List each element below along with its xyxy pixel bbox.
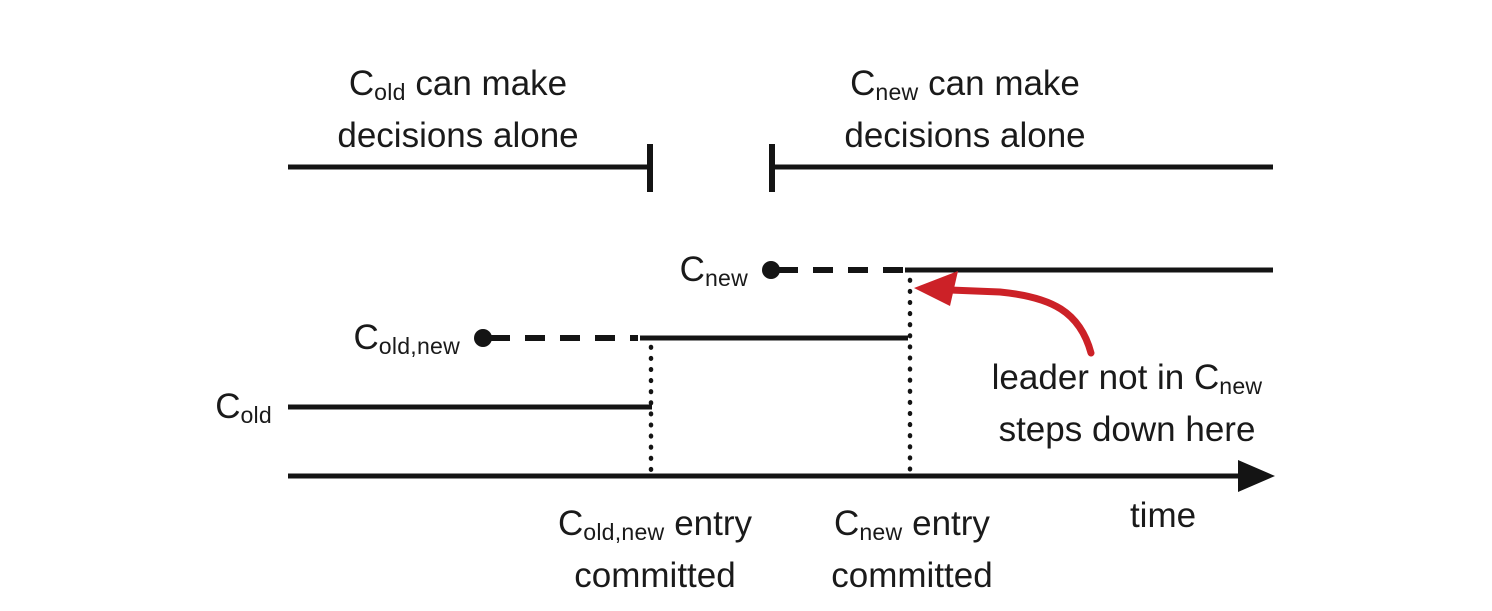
cnew-decision-caption: Cnew can make decisions alone [765, 58, 1165, 162]
coldnew-timeline-label: Cold,new [353, 318, 460, 360]
coldnew-entry-committed-caption: Cold,new entry committed [455, 498, 855, 602]
cnew-entry-committed-line1: Cnew entry [834, 504, 990, 546]
red-curved-arrow [946, 286, 1095, 357]
leader-steps-down-annotation: leader not in Cnew steps down here [927, 352, 1327, 456]
coldnew-entry-created-dot [474, 329, 492, 347]
cnew-decision-caption-line1: Cnew can make [850, 64, 1080, 106]
cnew-entry-committed-caption: Cnew entry committed [712, 498, 1112, 602]
time-axis-arrowhead-icon [1238, 460, 1275, 492]
cold-timeline-label: Cold [215, 387, 272, 429]
coldnew-entry-committed-line2: committed [574, 556, 736, 595]
red-arrowhead-icon [914, 271, 958, 306]
cnew-entry-created-dot [762, 261, 780, 279]
leader-steps-down-line2: steps down here [998, 410, 1256, 449]
cnew-decision-caption-line2: decisions alone [844, 116, 1086, 155]
cnew-entry-committed-line2: committed [831, 556, 993, 595]
cold-decision-caption-line2: decisions alone [337, 116, 579, 155]
coldnew-entry-committed-line1: Cold,new entry [557, 504, 753, 546]
cold-decision-caption: Cold can make decisions alone [258, 58, 658, 162]
cold-decision-caption-line1: Cold can make [348, 64, 568, 106]
cnew-timeline-label: Cnew [679, 250, 748, 292]
time-axis-label: time [1129, 496, 1197, 535]
leader-steps-down-line1: leader not in Cnew [991, 358, 1263, 400]
